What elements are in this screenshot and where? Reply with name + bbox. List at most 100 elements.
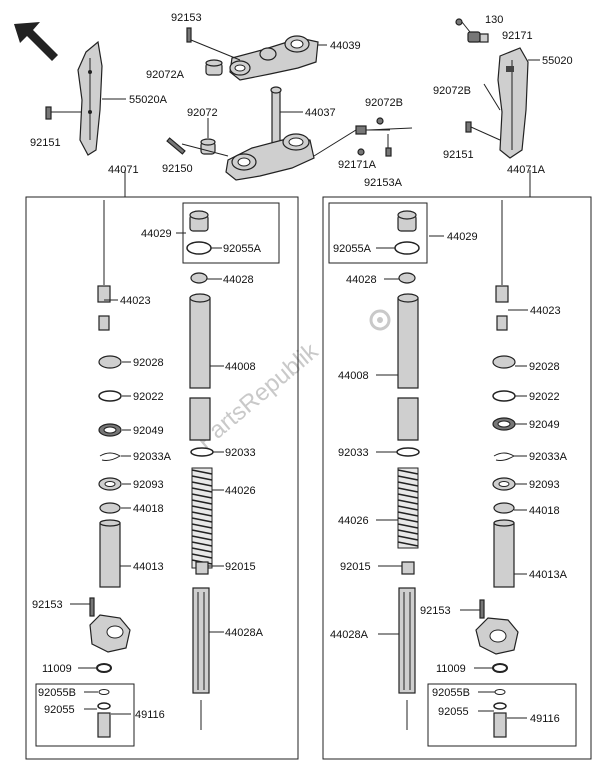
left-oring-92055A bbox=[186, 241, 212, 255]
label-L-11009: 11009 bbox=[42, 663, 72, 675]
bolt-92153A bbox=[385, 134, 392, 157]
right-nut-92015 bbox=[401, 561, 415, 575]
label-L-92033: 92033 bbox=[225, 447, 256, 459]
right-seal-92049 bbox=[492, 417, 516, 431]
right-ring-44028 bbox=[398, 272, 416, 284]
left-clip-92033A bbox=[99, 452, 121, 461]
label-R-92153: 92153 bbox=[420, 605, 451, 617]
left-oring-11009 bbox=[96, 663, 112, 673]
label-R-92055: 92055 bbox=[438, 706, 469, 718]
label-L-92033A: 92033A bbox=[133, 451, 172, 463]
left-spring-44026 bbox=[191, 467, 213, 569]
wire-92072B bbox=[367, 117, 413, 131]
label-130: 130 bbox=[485, 14, 503, 26]
left-damper-rod bbox=[97, 200, 111, 331]
label-R-44028A: 44028A bbox=[330, 629, 369, 641]
left-inner-tube-44008 bbox=[189, 293, 211, 441]
label-R-92055A: 92055A bbox=[333, 243, 372, 255]
front-direction-arrow-icon bbox=[14, 22, 58, 61]
left-nut-92015 bbox=[195, 561, 209, 575]
bolt-92151-left bbox=[45, 106, 82, 120]
label-R-44018: 44018 bbox=[529, 505, 560, 517]
fork-guard-right bbox=[497, 47, 529, 159]
label-L-44013: 44013 bbox=[133, 561, 164, 573]
label-92153-top: 92153 bbox=[171, 12, 202, 24]
left-valve-group-box bbox=[35, 683, 135, 747]
label-R-44026: 44026 bbox=[338, 515, 369, 527]
label-L-92015: 92015 bbox=[225, 561, 256, 573]
label-L-92055A: 92055A bbox=[223, 243, 262, 255]
left-cap-44029 bbox=[189, 210, 209, 232]
right-damper-rod bbox=[495, 200, 509, 331]
label-L-44029: 44029 bbox=[141, 228, 172, 240]
label-92153A: 92153A bbox=[364, 177, 403, 189]
label-92072A: 92072A bbox=[146, 69, 185, 81]
watermark-gear-icon bbox=[369, 309, 391, 331]
label-L-44008: 44008 bbox=[225, 361, 256, 373]
label-L-49116: 49116 bbox=[135, 709, 165, 721]
label-44071A: 44071A bbox=[507, 164, 546, 176]
bolt-92151-right bbox=[465, 121, 501, 141]
left-rod-44028A bbox=[192, 587, 210, 730]
cap-92072 bbox=[200, 138, 216, 155]
bolt-92153-top bbox=[186, 27, 241, 61]
label-L-92055: 92055 bbox=[44, 704, 75, 716]
right-valve-parts bbox=[493, 689, 507, 738]
left-ring-92022 bbox=[98, 390, 122, 402]
label-R-44028: 44028 bbox=[346, 274, 377, 286]
right-oring-92033 bbox=[396, 447, 420, 457]
label-L-44023: 44023 bbox=[120, 295, 151, 307]
part-labels: 92153 44039 92072A 55020A 92151 92072 44… bbox=[30, 12, 573, 725]
wire-92072B-right bbox=[483, 83, 501, 111]
label-92072B-right: 92072B bbox=[433, 85, 471, 97]
label-92072B: 92072B bbox=[365, 97, 403, 109]
label-L-92055B: 92055B bbox=[38, 687, 76, 699]
left-axle-bracket bbox=[89, 614, 131, 653]
bolt-92150 bbox=[166, 137, 229, 157]
leader-lines bbox=[70, 232, 528, 719]
label-44039: 44039 bbox=[330, 40, 361, 52]
label-R-49116: 49116 bbox=[530, 713, 560, 725]
right-spring-44026 bbox=[397, 467, 419, 549]
label-R-44013A: 44013A bbox=[529, 569, 568, 581]
right-outer-tube-44013A bbox=[493, 519, 515, 588]
label-44037: 44037 bbox=[305, 107, 336, 119]
fork-guard-left bbox=[77, 40, 103, 156]
cap-92072A bbox=[205, 59, 223, 76]
label-44071: 44071 bbox=[108, 164, 139, 176]
right-valve-group-box bbox=[427, 683, 577, 747]
label-92150: 92150 bbox=[162, 163, 193, 175]
right-oring-92055A bbox=[394, 241, 420, 255]
bolt-130 bbox=[455, 18, 471, 33]
label-R-92055B: 92055B bbox=[432, 687, 470, 699]
left-bolt-92153 bbox=[89, 597, 95, 617]
label-92072: 92072 bbox=[187, 107, 218, 119]
right-oring-11009 bbox=[492, 663, 508, 673]
label-92171A: 92171A bbox=[338, 159, 377, 171]
label-L-44028: 44028 bbox=[223, 274, 254, 286]
label-R-44023: 44023 bbox=[530, 305, 561, 317]
label-L-44028A: 44028A bbox=[225, 627, 264, 639]
label-55020: 55020 bbox=[542, 55, 573, 67]
label-L-92093: 92093 bbox=[133, 479, 164, 491]
right-bushing-44018 bbox=[493, 502, 515, 514]
label-L-44018: 44018 bbox=[133, 503, 164, 515]
clamp-92171A bbox=[355, 125, 367, 156]
left-valve-parts bbox=[97, 689, 111, 738]
left-ring-92028 bbox=[98, 355, 122, 369]
left-seal-92049 bbox=[98, 423, 122, 437]
label-L-92028: 92028 bbox=[133, 357, 164, 369]
upper-triple-clamp bbox=[229, 35, 319, 81]
left-ring-44028 bbox=[190, 272, 208, 284]
right-cap-44029 bbox=[397, 210, 417, 232]
watermark: PartsRepublik bbox=[192, 309, 391, 455]
right-cap-group-box bbox=[328, 202, 428, 264]
label-92151-left: 92151 bbox=[30, 137, 61, 149]
left-fork-frame bbox=[25, 196, 299, 760]
right-bolt-92153 bbox=[479, 599, 485, 619]
label-R-11009: 11009 bbox=[436, 663, 466, 675]
label-R-92022: 92022 bbox=[529, 391, 560, 403]
label-R-44008: 44008 bbox=[338, 370, 369, 382]
label-R-92033: 92033 bbox=[338, 447, 369, 459]
